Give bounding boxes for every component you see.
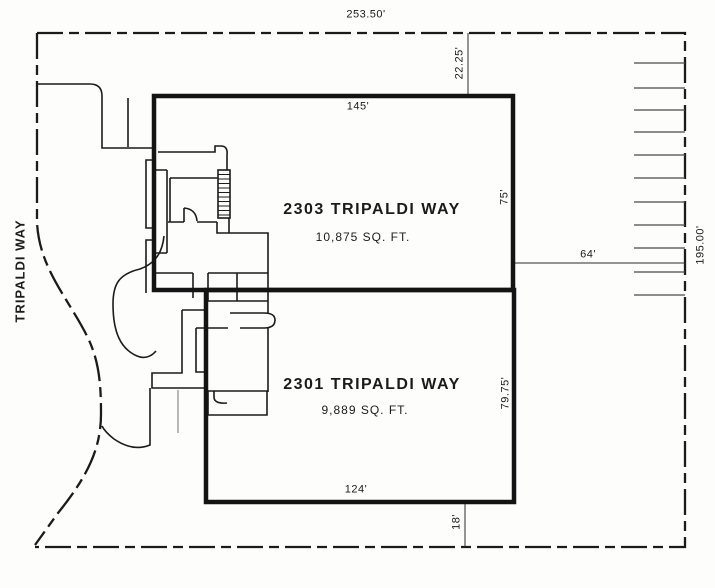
curb-island xyxy=(112,235,165,359)
dim-label-bottom-offset: 18' xyxy=(450,514,463,530)
building-2303-outline xyxy=(151,93,516,293)
building-2303-name: 2303 TRIPALDI WAY xyxy=(283,201,461,218)
building-2301-area: 9,889 SQ. FT. xyxy=(321,403,409,417)
dim-label-2301-side: 79.75' xyxy=(499,376,512,410)
dim-label-2303-front: 145' xyxy=(346,100,370,113)
entry-canopy xyxy=(230,312,276,329)
street-label: TRIPALDI WAY xyxy=(12,219,28,323)
dim-label-top-offset: 22.25' xyxy=(453,46,466,80)
dim-label-right-boundary: 195.00' xyxy=(694,225,707,265)
building-2301-outline xyxy=(203,287,517,505)
parking-stalls xyxy=(634,62,685,296)
site-boundary xyxy=(34,31,687,549)
dim-label-top-boundary: 253.50' xyxy=(346,8,386,21)
door-swing xyxy=(183,207,198,222)
building-outlines xyxy=(151,93,517,505)
building-2301-name: 2301 TRIPALDI WAY xyxy=(283,376,461,393)
dim-label-2303-side: 75' xyxy=(498,189,511,205)
dim-label-east-gap: 64' xyxy=(580,248,596,261)
dim-label-2301-front: 124' xyxy=(344,483,368,496)
dimension-lines xyxy=(464,33,685,547)
site-curb-lines xyxy=(37,83,206,449)
door-swing xyxy=(213,391,228,404)
stairs xyxy=(217,169,231,219)
driveway-curve xyxy=(101,388,151,449)
building-2303-area: 10,875 SQ. FT. xyxy=(315,230,411,244)
